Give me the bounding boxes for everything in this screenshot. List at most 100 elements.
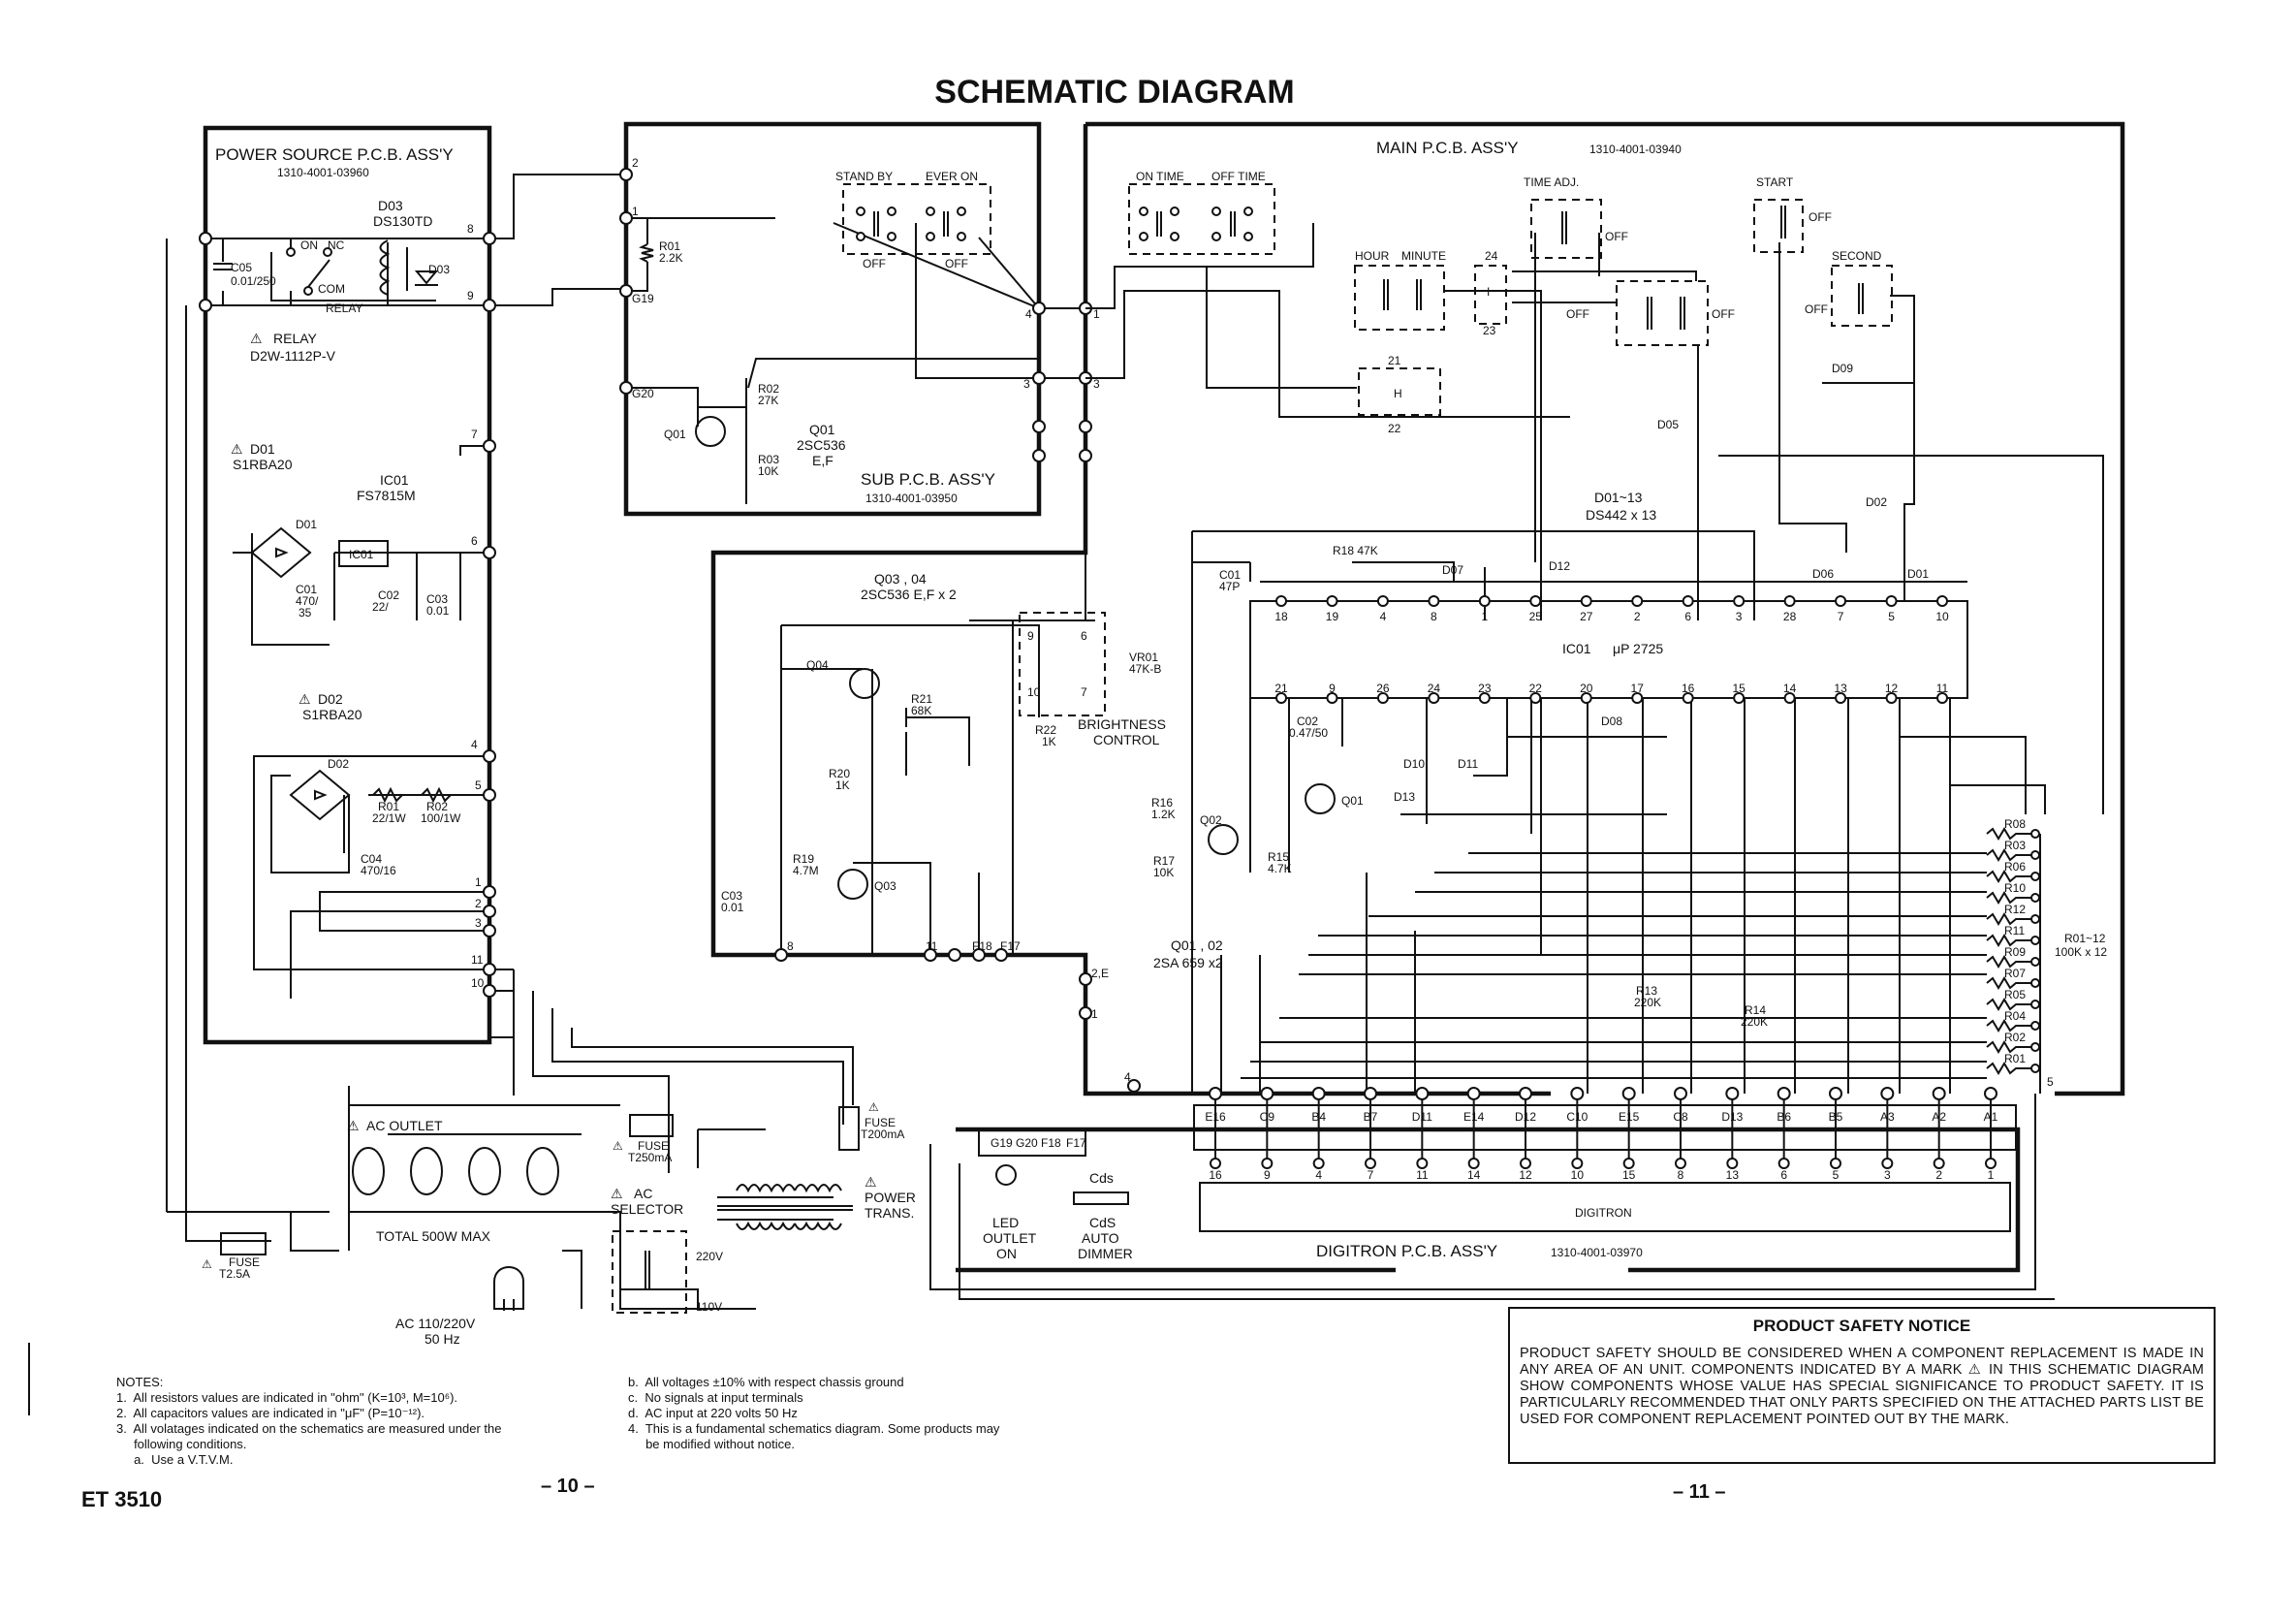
v110-label: 110V [696,1300,722,1314]
d03-ref: D03 [378,198,403,213]
ladder-resistor [1986,955,2035,969]
r02-value: 100/1W [421,811,461,825]
r22-value: 1K [1042,735,1056,748]
note-3b: b. All voltages ±10% with respect chassi… [628,1375,904,1389]
ic-top-pin [1783,595,1796,607]
main-bottom-nodes [774,948,1141,1093]
relay-warning-icon: ⚠ [250,331,263,346]
ic-top-pin-label: 28 [1783,610,1797,623]
digitron-pin-label: 3 [1884,1168,1891,1182]
ladder-node [2030,872,2040,881]
ic-bottom-pin-label: 22 [1529,682,1543,695]
ic-top-pin-label: 10 [1935,610,1949,623]
bc-pin6: 6 [1081,629,1087,643]
brightness-control-outline[interactable] [1019,612,1106,716]
led-label-1: LED [992,1215,1019,1230]
ic-top-pin [1478,595,1491,607]
cds-label-2: AUTO [1082,1230,1119,1246]
power-transformer [717,1184,853,1230]
hour-minute-switch[interactable] [1354,265,1445,331]
connector-label: C9 [1260,1110,1275,1124]
bridge-d02 [289,769,351,821]
connector-node [1466,1087,1481,1100]
sub-r02-value: 27K [758,394,778,407]
start-off: OFF [1808,210,1832,224]
page-number-left: – 10 – [541,1476,595,1497]
mid-c03-value: 0.01 [721,901,744,914]
connector-node [1570,1087,1585,1100]
switch-h[interactable] [1358,367,1441,416]
ac-hz-label: 50 Hz [425,1331,460,1347]
minute-label: MINUTE [1401,249,1446,263]
node-bF18: F18 [972,939,992,953]
power-board-nodes [199,232,496,998]
ic-bottom-pin [1682,692,1694,704]
ic-top-pin-label: 18 [1274,610,1288,623]
d02-label: D02 [328,757,349,771]
node-p4: 4 [471,738,478,751]
d09-ref: D09 [1832,362,1853,375]
d05-ref: D05 [1657,418,1679,431]
q03-transistor [837,869,868,900]
connector-node-lower [1830,1158,1841,1169]
ic-top-pin [1376,595,1389,607]
main-c02-ref: C02 [1297,715,1318,728]
connector-node [1725,1087,1740,1100]
main-d01-ref: D01 [1907,567,1929,581]
ac-plug-icon [493,1266,524,1311]
digitron-left-pin: G19 [991,1136,1013,1150]
ladder-resistor-label: R09 [2004,945,2026,959]
c04-value: 470/16 [361,864,396,877]
relay-ref: RELAY [273,331,318,346]
r13-value: 220K [1634,996,1661,1009]
hm-adjust-switch[interactable] [1616,280,1709,346]
d02-type: S1RBA20 [302,707,362,722]
ac-outlet-label: AC OUTLET [366,1118,443,1133]
d0113-type: DS442 x 13 [1586,507,1656,523]
ic-bottom-pin-label: 20 [1580,682,1593,695]
power-label2: TRANS. [865,1205,914,1221]
sub-wiring [625,175,1086,514]
ontime-offtime-switch-outline[interactable] [1128,183,1275,255]
node-b8: 8 [787,939,794,953]
sub-r01-ref: R01 [659,239,680,253]
c05-capacitor [213,263,233,270]
timeadj-switch[interactable] [1530,199,1602,259]
vr01-ref: VR01 [1129,651,1158,664]
r15-ref: R15 [1268,850,1289,864]
control-label: CONTROL [1093,732,1160,747]
ic01-main-type: μP 2725 [1613,641,1663,656]
ic01-box-label: IC01 [349,548,374,561]
ic01-type: FS7815M [357,488,416,503]
switch-i[interactable] [1474,265,1507,325]
digitron-board-part: 1310-4001-03970 [1551,1246,1643,1259]
ladder-resistor-label: R06 [2004,860,2026,874]
ladder-node [2030,1000,2040,1009]
fuse-main-value: T2.5A [219,1267,250,1281]
relay-on: ON [300,238,318,252]
connector-label: D12 [1515,1110,1536,1124]
ladder-resistor-label: R01 [2004,1052,2026,1065]
everon-switch[interactable] [926,206,966,241]
standby-switch[interactable] [856,206,896,241]
q0304-type: 2SC536 E,F x 2 [861,587,957,602]
product-safety-notice: PRODUCT SAFETY NOTICE PRODUCT SAFETY SHO… [1508,1307,2216,1464]
r19-ref: R19 [793,852,814,866]
connector-node-lower [1985,1158,1997,1169]
connector-box [1193,1104,2017,1151]
d01-ref: D01 [250,441,275,457]
ladder-resistor [1986,998,2035,1011]
d01-warning-icon: ⚠ [231,441,243,457]
ac-selector-switch[interactable] [612,1230,687,1314]
ladder-resistor-label: R08 [2004,817,2026,831]
r16-value: 1.2K [1151,808,1176,821]
connector-node-lower [1416,1158,1429,1169]
r0112-value: 100K x 12 [2055,945,2107,959]
led-label-3: ON [996,1246,1017,1261]
second-contact [1858,283,1864,314]
ic-bottom-pin [1326,692,1338,704]
ic01-upd2725 [1249,600,1968,699]
second-switch[interactable] [1831,265,1893,327]
